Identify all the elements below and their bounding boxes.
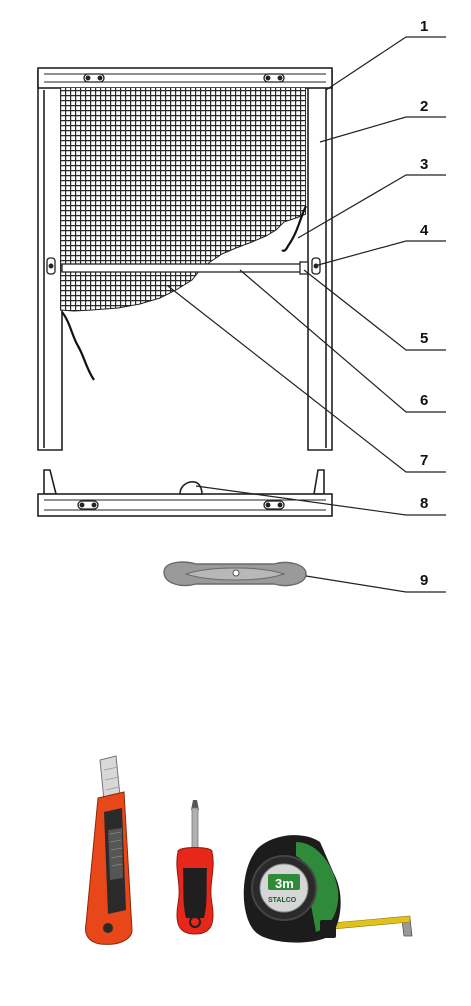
tape-brand-label: STALCO xyxy=(268,897,297,904)
top-bar-slot-right xyxy=(263,73,285,83)
gasket-install-tool xyxy=(163,561,307,587)
side-clip-right xyxy=(311,257,321,275)
callout-5: 5 xyxy=(420,330,428,347)
bottom-bar-slot-left xyxy=(77,500,99,510)
bottom-handle xyxy=(179,481,203,495)
callout-6: 6 xyxy=(420,392,428,409)
leader-1 xyxy=(325,36,446,91)
leader-5 xyxy=(303,269,446,351)
callout-2: 2 xyxy=(420,98,428,115)
leader-4 xyxy=(317,240,446,266)
callout-numbers: 1 2 3 4 5 6 7 8 9 xyxy=(420,18,429,589)
leader-lines xyxy=(167,36,446,593)
gasket-cord-right xyxy=(281,205,307,252)
cross-bar xyxy=(61,261,309,275)
tape-measure-icon: 3m STALCO xyxy=(243,835,413,943)
leader-6 xyxy=(239,269,446,413)
top-bar-slot-left xyxy=(83,73,105,83)
callout-9: 9 xyxy=(420,572,428,589)
screwdriver-icon xyxy=(176,800,214,935)
callout-7: 7 xyxy=(420,452,428,469)
bottom-bar-slot-right xyxy=(263,500,285,510)
leader-9 xyxy=(305,575,446,593)
callout-8: 8 xyxy=(420,495,428,512)
leader-3 xyxy=(297,174,446,239)
gasket-cord-left xyxy=(61,311,95,381)
side-clip-left xyxy=(46,257,56,275)
leader-8 xyxy=(195,485,446,516)
leader-2 xyxy=(319,116,446,143)
leader-7 xyxy=(167,285,446,473)
callout-1: 1 xyxy=(420,18,428,35)
tape-length-label: 3m xyxy=(275,876,294,891)
callout-4: 4 xyxy=(420,222,429,239)
utility-knife-icon xyxy=(85,755,133,945)
callout-3: 3 xyxy=(420,156,428,173)
mesh-screen xyxy=(60,88,306,311)
